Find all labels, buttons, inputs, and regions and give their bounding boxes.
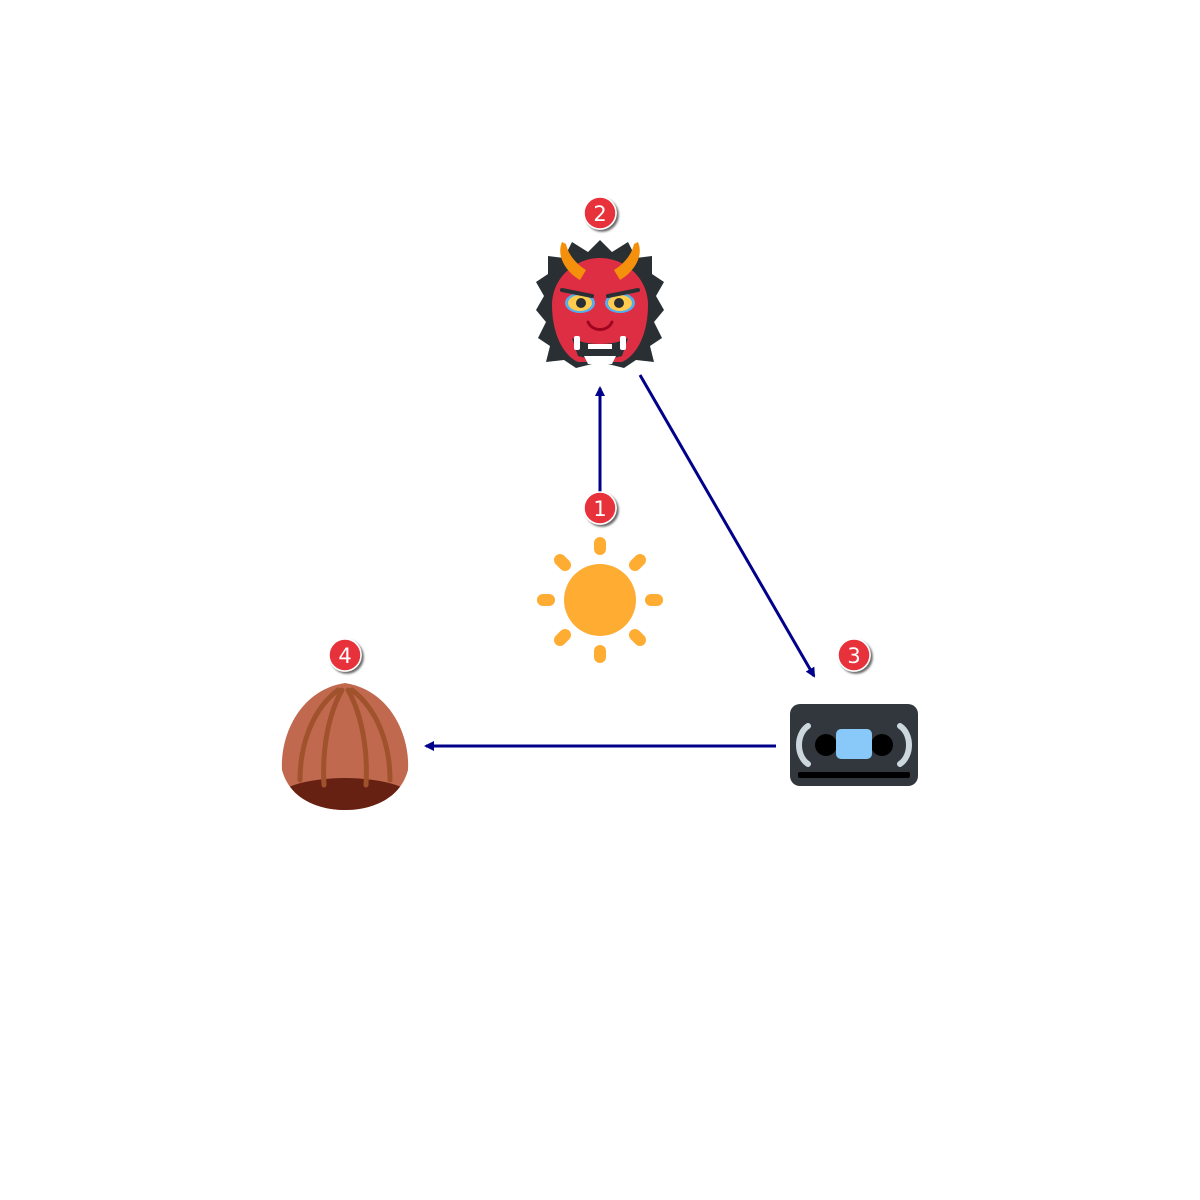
- node-badge: 3: [837, 638, 871, 672]
- node-badge: 1: [583, 491, 617, 525]
- node-badge: 2: [583, 196, 617, 230]
- node-4: 4: [281, 638, 409, 810]
- node-3: 3: [790, 638, 918, 786]
- node-2: 2: [536, 196, 664, 368]
- edges: [424, 374, 816, 751]
- node-badge: 4: [328, 638, 362, 672]
- videocassette-icon: [790, 704, 918, 786]
- node-number: 1: [593, 497, 606, 521]
- node-number: 3: [847, 644, 860, 668]
- edge-2-to-3: [638, 374, 816, 678]
- sun-icon: [537, 537, 663, 663]
- chestnut-icon: [281, 683, 409, 810]
- node-1: 1: [537, 491, 663, 663]
- node-number: 2: [593, 202, 606, 226]
- ogre-mask-icon: [536, 240, 664, 368]
- node-number: 4: [338, 644, 351, 668]
